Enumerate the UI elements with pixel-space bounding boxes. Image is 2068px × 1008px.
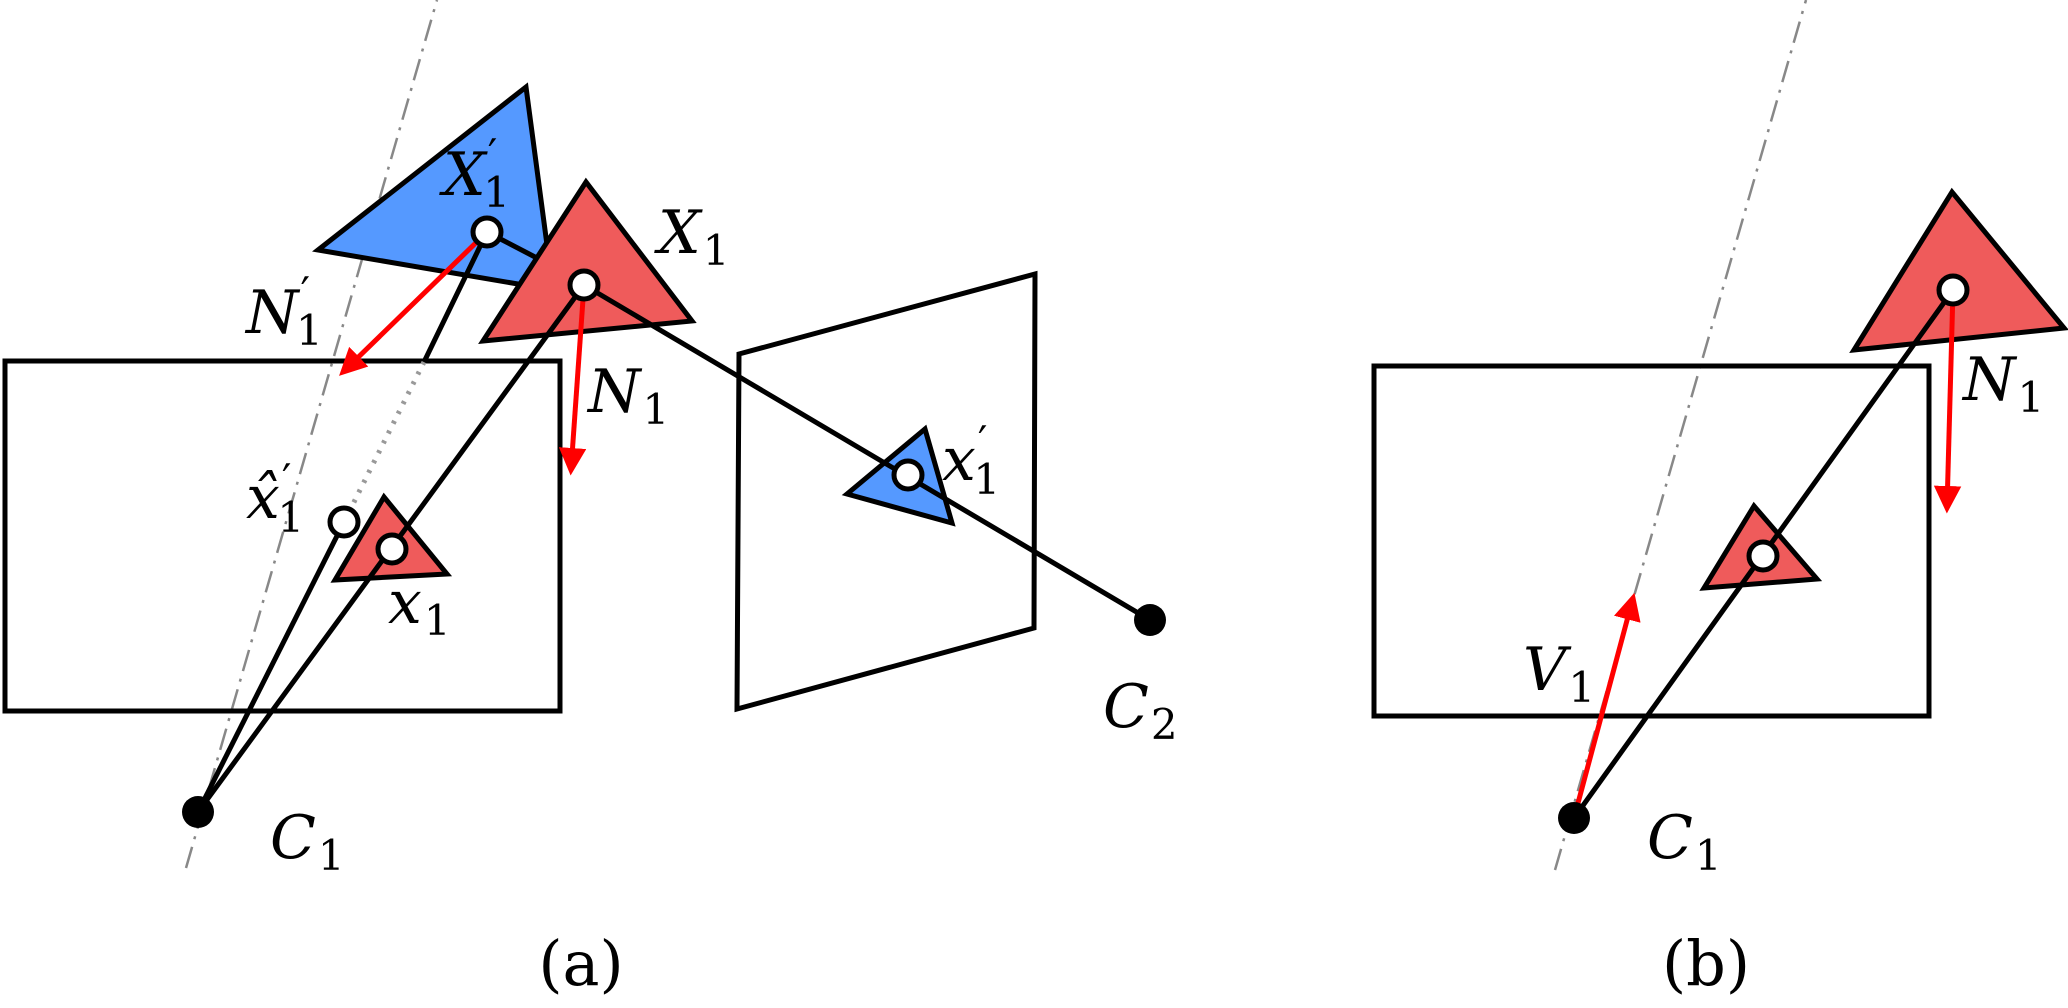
image-plane-2 xyxy=(734,270,1038,713)
caption-b: (b) xyxy=(1662,927,1750,1000)
panel-a: X′1 X1 N′1 N1 x̂′1 x1 x′1 C1 C2 (a) xyxy=(2,0,1178,1000)
panel-b-axis-line xyxy=(1553,0,1808,871)
label-n1-b: N1 xyxy=(1961,345,2044,422)
label-x1-capital: X1 xyxy=(654,198,729,275)
label-c2: C2 xyxy=(1103,672,1178,749)
point-small-x1 xyxy=(375,532,409,566)
ray-x1hat-dotted xyxy=(341,360,427,524)
ray-to-x1-prime-top xyxy=(421,230,490,364)
blue-triangle-x1-prime xyxy=(312,82,556,294)
label-x1-prime: X′1 xyxy=(439,130,510,217)
caption-a: (a) xyxy=(538,927,623,1000)
normal-arrow-n1-prime xyxy=(339,230,489,376)
camera-center-c1-b xyxy=(1558,802,1590,834)
label-c1: C1 xyxy=(270,803,345,880)
normal-arrow-n1-b xyxy=(1933,289,1962,514)
red-triangle-x1 xyxy=(478,177,697,344)
panel-b: N1 V1 C1 (b) xyxy=(1371,0,2068,1000)
ray-c1-to-x1hat-prime xyxy=(195,520,347,814)
point-small-x1-prime xyxy=(891,458,925,492)
point-x1 xyxy=(567,268,601,302)
point-small-x1-b xyxy=(1746,539,1780,573)
label-x1-small: x1 xyxy=(388,568,451,645)
ray-x1-to-c2 xyxy=(582,282,1152,623)
label-x1-prime-small: x′1 xyxy=(942,417,1000,504)
label-c1-b: C1 xyxy=(1647,803,1722,880)
image-plane-1 xyxy=(2,358,563,714)
image-plane-b xyxy=(1371,363,1932,719)
label-n1-prime: N′1 xyxy=(244,268,323,355)
point-x1-b xyxy=(1936,273,1970,307)
view-arrow-v1 xyxy=(1571,592,1641,819)
point-x1-prime xyxy=(470,215,504,249)
label-v1: V1 xyxy=(1523,635,1595,712)
camera-center-c2 xyxy=(1134,604,1166,636)
label-n1: N1 xyxy=(586,357,669,434)
panel-a-axis-line xyxy=(184,0,439,869)
red-triangle-x1-b xyxy=(1849,187,2068,354)
label-x1hat-prime: x̂′1 xyxy=(246,455,304,542)
camera-center-c1 xyxy=(182,796,214,828)
point-x1hat-prime xyxy=(327,505,361,539)
normal-arrow-n1 xyxy=(558,284,587,476)
